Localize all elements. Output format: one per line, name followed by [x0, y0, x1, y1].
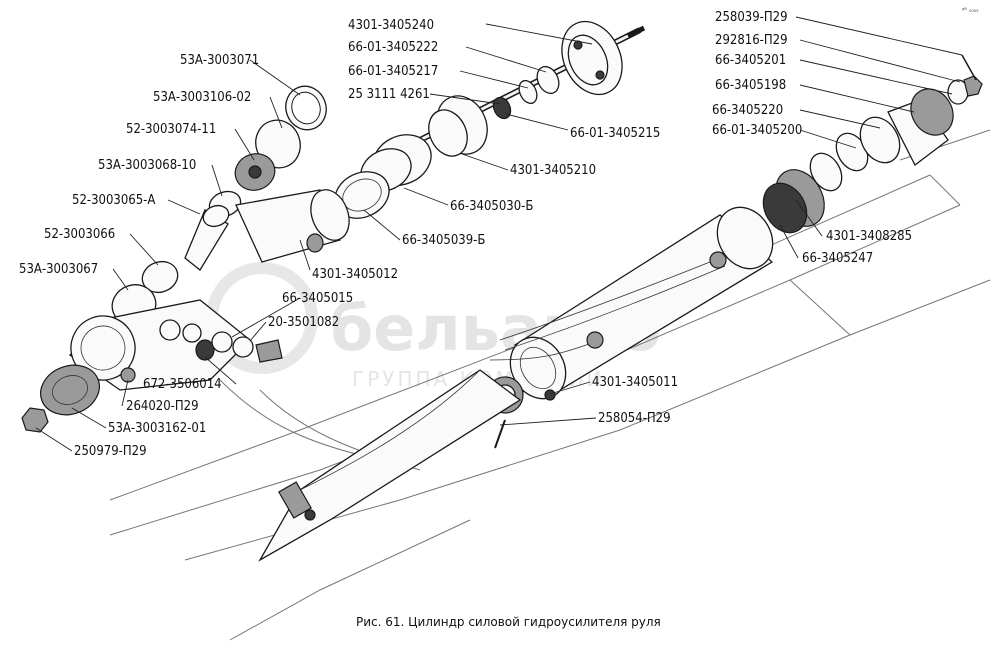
label-4301-3408285: 4301-3408285 — [826, 229, 912, 244]
label-66-3405201: 66-3405201 — [715, 53, 786, 68]
label-66-3405220: 66-3405220 — [712, 103, 783, 118]
label-250979-p29: 250979-П29 — [74, 444, 147, 459]
label-53a-3003162-01: 53А-3003162-01 — [108, 421, 206, 436]
label-66-01-3405200: 66-01-3405200 — [712, 123, 802, 138]
label-258054-p29: 258054-П29 — [598, 411, 671, 426]
label-25-3111-4261: 25 3111 4261 — [348, 87, 430, 102]
label-66-3405030-b: 66-3405030-Б — [450, 199, 533, 214]
label-292816-p29: 292816-П29 — [715, 33, 788, 48]
label-53a-3003068-10: 53А-3003068-10 — [98, 158, 196, 173]
label-4301-3405210: 4301-3405210 — [510, 163, 596, 178]
label-53a-3003106-02: 53А-3003106-02 — [153, 90, 251, 105]
steering-link — [258, 369, 522, 562]
label-66-3405015: 66-3405015 — [282, 291, 353, 306]
corner-mark: ᵍᴿ ₀₀₀₅ — [962, 7, 979, 14]
label-4301-3405012: 4301-3405012 — [312, 267, 398, 282]
label-20-3501082: 20-3501082 — [268, 315, 339, 330]
label-52-3003066: 52-3003066 — [44, 227, 115, 242]
label-52-3003074-11: 52-3003074-11 — [126, 122, 216, 137]
label-672-3506014: 672-3506014 — [143, 377, 222, 392]
left-end-parts — [21, 85, 350, 433]
label-258039-p29: 258039-П29 — [715, 10, 788, 25]
part-labels: 4301-3405240 66-01-3405222 66-01-3405217… — [19, 10, 912, 459]
label-66-3405247: 66-3405247 — [802, 251, 873, 266]
label-52-3003065-a: 52-3003065-А — [72, 193, 155, 208]
label-66-01-3405217: 66-01-3405217 — [348, 64, 438, 79]
label-4301-3405011: 4301-3405011 — [592, 375, 678, 390]
label-66-3405198: 66-3405198 — [715, 78, 786, 93]
leader-lines — [35, 16, 963, 452]
label-66-01-3405222: 66-01-3405222 — [348, 40, 438, 55]
label-53a-3003071: 53А-3003071 — [180, 53, 259, 68]
label-53a-3003067: 53А-3003067 — [19, 262, 98, 277]
label-66-3405039-b: 66-3405039-Б — [402, 233, 485, 248]
figure-caption: Рис. 61. Цилиндр силовой гидроусилителя … — [356, 615, 661, 629]
label-66-01-3405215: 66-01-3405215 — [570, 126, 660, 141]
label-4301-3405240: 4301-3405240 — [348, 18, 434, 33]
piston-rod-assembly — [334, 20, 646, 219]
power-cylinder — [486, 54, 983, 449]
label-264020-p29: 264020-П29 — [126, 399, 199, 414]
